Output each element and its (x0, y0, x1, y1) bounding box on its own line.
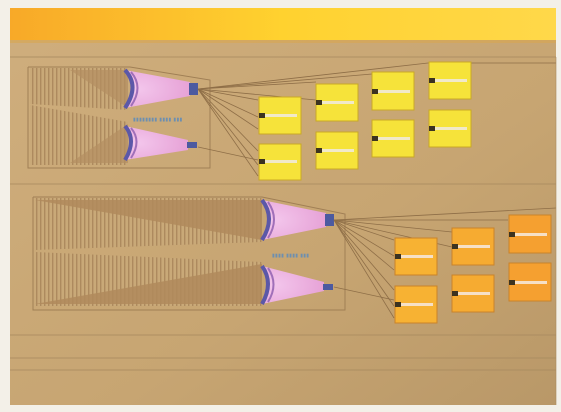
pad (394, 285, 438, 324)
pad (371, 119, 415, 158)
pad (508, 262, 552, 302)
pad (315, 131, 359, 170)
upper-pads (258, 61, 472, 181)
guide-lines (10, 56, 556, 371)
pad (451, 227, 495, 266)
upper-device-label: ▮▮▮▮▮▮▮▮ ▮▮▮▮ ▮▮▮ (133, 117, 183, 123)
lower-pads (394, 214, 552, 324)
lower-device: ▮▮▮▮ ▮▮▮▮ ▮▮▮ (32, 196, 557, 319)
pad (258, 96, 302, 135)
pad (451, 274, 495, 313)
pad (508, 214, 552, 254)
pad (428, 109, 472, 148)
pad (315, 83, 359, 122)
pad (428, 61, 472, 100)
pad (258, 143, 302, 181)
pad (371, 71, 415, 111)
lower-device-label: ▮▮▮▮ ▮▮▮▮ ▮▮▮ (272, 253, 309, 259)
top-band (10, 8, 556, 40)
pad (394, 237, 438, 276)
upper-device: ▮▮▮▮▮▮▮▮ ▮▮▮▮ ▮▮▮ (27, 62, 556, 177)
